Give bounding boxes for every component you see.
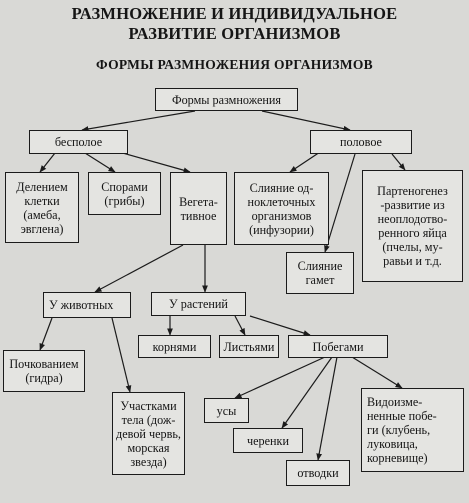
node-spores: Спорами (грибы) [88,172,161,215]
node-budding: Почкованием (гидра) [3,350,85,392]
page-title-line-2: РАЗВИТИЕ ОРГАНИЗМОВ [128,24,341,43]
arrow-asexual-spores [84,152,116,173]
node-asexual: бесполое [29,130,128,154]
arrow-sexual-unicellular [289,151,321,173]
node-animals: У животных [43,292,131,318]
arrow-shoots-modified [351,356,403,389]
node-shoots: Побегами [288,335,388,358]
node-body-parts: Участками тела (дож- девой червь, морска… [112,392,185,475]
arrow-plants-shoots [249,315,311,336]
arrow-root-sexual [261,110,351,132]
arrow-root-asexual [81,110,196,132]
arrow-shoots-whiskers [234,356,326,399]
node-layering: отводки [286,460,350,486]
arrow-sexual-parthenogenesis [391,153,406,171]
arrow-vegetative-animals [94,244,184,293]
node-cell-division: Делением клетки (амеба, эвглена) [5,172,79,243]
node-sexual: половое [310,130,412,154]
arrow-shoots-cuttings [281,356,333,429]
node-roots: корнями [138,335,211,358]
node-plants: У растений [151,292,246,316]
node-root: Формы размножения [155,88,298,111]
node-leaves: Листьями [219,335,279,358]
arrow-shoots-layering [316,356,338,461]
node-gamete-fusion: Слияние гамет [286,252,354,294]
arrow-plants-leaves [234,315,246,336]
arrow-animals-budding [39,317,53,351]
diagram-subtitle: ФОРМЫ РАЗМНОЖЕНИЯ ОРГАНИЗМОВ [96,57,373,72]
node-modified-shoots: Видоизме- ненные побе- ги (клубень, луко… [361,388,464,472]
node-whiskers: усы [204,398,249,423]
arrow-asexual-cell-division [39,152,56,173]
arrow-sexual-gametes [324,153,356,253]
node-cuttings: черенки [233,428,303,453]
node-parthenogenesis: Партеногенез -развитие из неоплодотво- р… [362,170,463,282]
page-title-line-1: РАЗМНОЖЕНИЕ И ИНДИВИДУАЛЬНОЕ [71,4,398,23]
node-unicellular-fusion: Слияние од- ноклеточных организмов (инфу… [234,172,329,245]
node-vegetative: Вегета- тивное [170,172,227,245]
arrow-animals-body-parts [111,317,132,393]
